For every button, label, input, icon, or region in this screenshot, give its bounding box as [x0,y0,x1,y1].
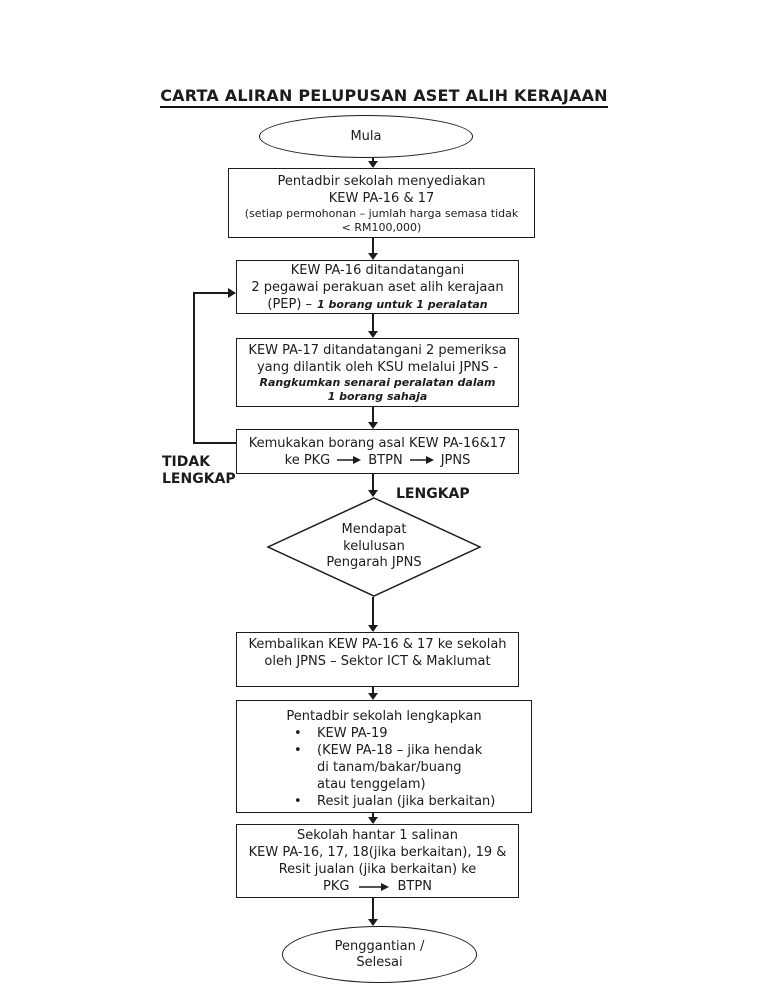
process-box-send-copies: Sekolah hantar 1 salinan KEW PA-16, 17, … [236,824,519,898]
arrow-right-icon [337,456,362,464]
list-item: • KEW PA-19 [294,725,388,742]
pa16-line-2: 2 pegawai perakuan aset alih kerajaan [251,279,504,295]
complete-bullet-list: • KEW PA-19 • (KEW PA-18 – jika hendak d… [237,725,531,810]
process-box-pa16-sign: KEW PA-16 ditandatangani 2 pegawai perak… [236,260,519,314]
label-tidak-lengkap: TIDAK LENGKAP [162,454,236,487]
connector-return-to-complete [368,687,377,700]
pa17-line-2: yang dilantik oleh KSU melalui JPNS - [256,359,498,375]
label-lengkap: LENGKAP [396,486,470,502]
pa17-line-1: KEW PA-17 ditandatangani 2 pemeriksa [248,342,507,358]
end-line-1: Penggantian / [334,938,425,954]
connector-send-to-end [368,898,377,926]
submit-route-btpn: BTPN [368,452,403,468]
decision-line-2: kelulusan [343,538,405,554]
submit-route-line: ke PKG BTPN JPNS [285,452,471,469]
feedback-arrowhead-icon [228,288,236,298]
feedback-line-top [193,292,229,294]
end-line-2: Selesai [356,954,403,970]
submit-route-jpns: JPNS [440,452,471,468]
send-route-pkg: PKG [323,879,350,894]
send-line-1: Sekolah hantar 1 salinan [296,828,458,843]
submit-line-1: Kemukakan borang asal KEW PA-16&17 [248,435,507,451]
connector-complete-to-send [368,813,377,824]
pa16-line-1: KEW PA-16 ditandatangani [290,262,465,278]
pa17-note-1: Rangkumkan senarai peralatan dalam [259,375,496,389]
prepare-note-1: (setiap permohonan – jumlah harga semasa… [244,207,519,220]
connector-pa17-to-submit [368,407,377,429]
process-box-return-forms: Kembalikan KEW PA-16 & 17 ke sekolah ole… [236,632,519,687]
connector-decision-to-return [368,597,377,632]
return-line-2: oleh JPNS – Sektor ICT & Maklumat [264,654,491,669]
prepare-note-2: < RM100,000) [341,221,422,234]
connector-start-to-prepare [368,157,377,168]
bullet-text-1: KEW PA-19 [317,726,388,741]
connector-submit-to-decision [368,474,377,497]
list-item: • Resit jualan (jika berkaitan) [294,793,495,810]
feedback-line-bottom [193,442,236,444]
bullet-text-2: (KEW PA-18 – jika hendak di tanam/bakar/… [317,743,483,792]
decision-line-1: Mendapat [341,522,407,538]
list-item: • (KEW PA-18 – jika hendak di tanam/baka… [294,742,482,793]
process-box-submit-forms: Kemukakan borang asal KEW PA-16&17 ke PK… [236,429,519,474]
page-title: CARTA ALIRAN PELUPUSAN ASET ALIH KERAJAA… [0,86,768,108]
process-box-prepare-forms: Pentadbir sekolah menyediakan KEW PA-16 … [228,168,535,238]
bullet-icon: • [294,794,302,809]
pa16-line-3-prefix: (PEP) – [267,296,313,312]
process-box-school-completes: Pentadbir sekolah lengkapkan • KEW PA-19… [236,700,532,813]
submit-route-pkg: ke PKG [284,452,331,468]
pa17-note-2: 1 borang sahaja [327,389,428,403]
decision-line-3: Pengarah JPNS [326,555,422,571]
feedback-line-vertical [193,292,195,443]
connector-pa16-to-pa17 [368,314,377,338]
connector-prepare-to-pa16 [368,238,377,260]
bullet-text-3: Resit jualan (jika berkaitan) [317,794,496,809]
send-route-btpn: BTPN [397,879,432,894]
arrow-right-icon [358,882,389,891]
send-line-2: KEW PA-16, 17, 18(jika berkaitan), 19 & [248,845,507,860]
pa16-line-3-italic: 1 borang untuk 1 peralatan [317,297,488,311]
decision-diamond [266,497,482,597]
prepare-line-2: KEW PA-16 & 17 [328,191,435,206]
send-line-3: Resit jualan (jika berkaitan) ke [278,862,477,877]
bullet-icon: • [294,743,302,758]
pa16-line-3: (PEP) – 1 borang untuk 1 peralatan [267,296,487,313]
start-terminator: Mula [259,115,473,158]
start-label: Mula [350,129,382,144]
end-terminator: Penggantian / Selesai [282,926,477,983]
process-box-pa17-sign: KEW PA-17 ditandatangani 2 pemeriksa yan… [236,338,519,407]
bullet-icon: • [294,726,302,741]
arrow-right-icon [409,456,434,464]
prepare-line-1: Pentadbir sekolah menyediakan [277,174,486,189]
send-route-line: PKG BTPN [323,878,432,895]
return-line-1: Kembalikan KEW PA-16 & 17 ke sekolah [248,637,507,652]
complete-heading: Pentadbir sekolah lengkapkan [286,709,482,724]
decision-text: Mendapat kelulusan Pengarah JPNS [266,497,482,597]
